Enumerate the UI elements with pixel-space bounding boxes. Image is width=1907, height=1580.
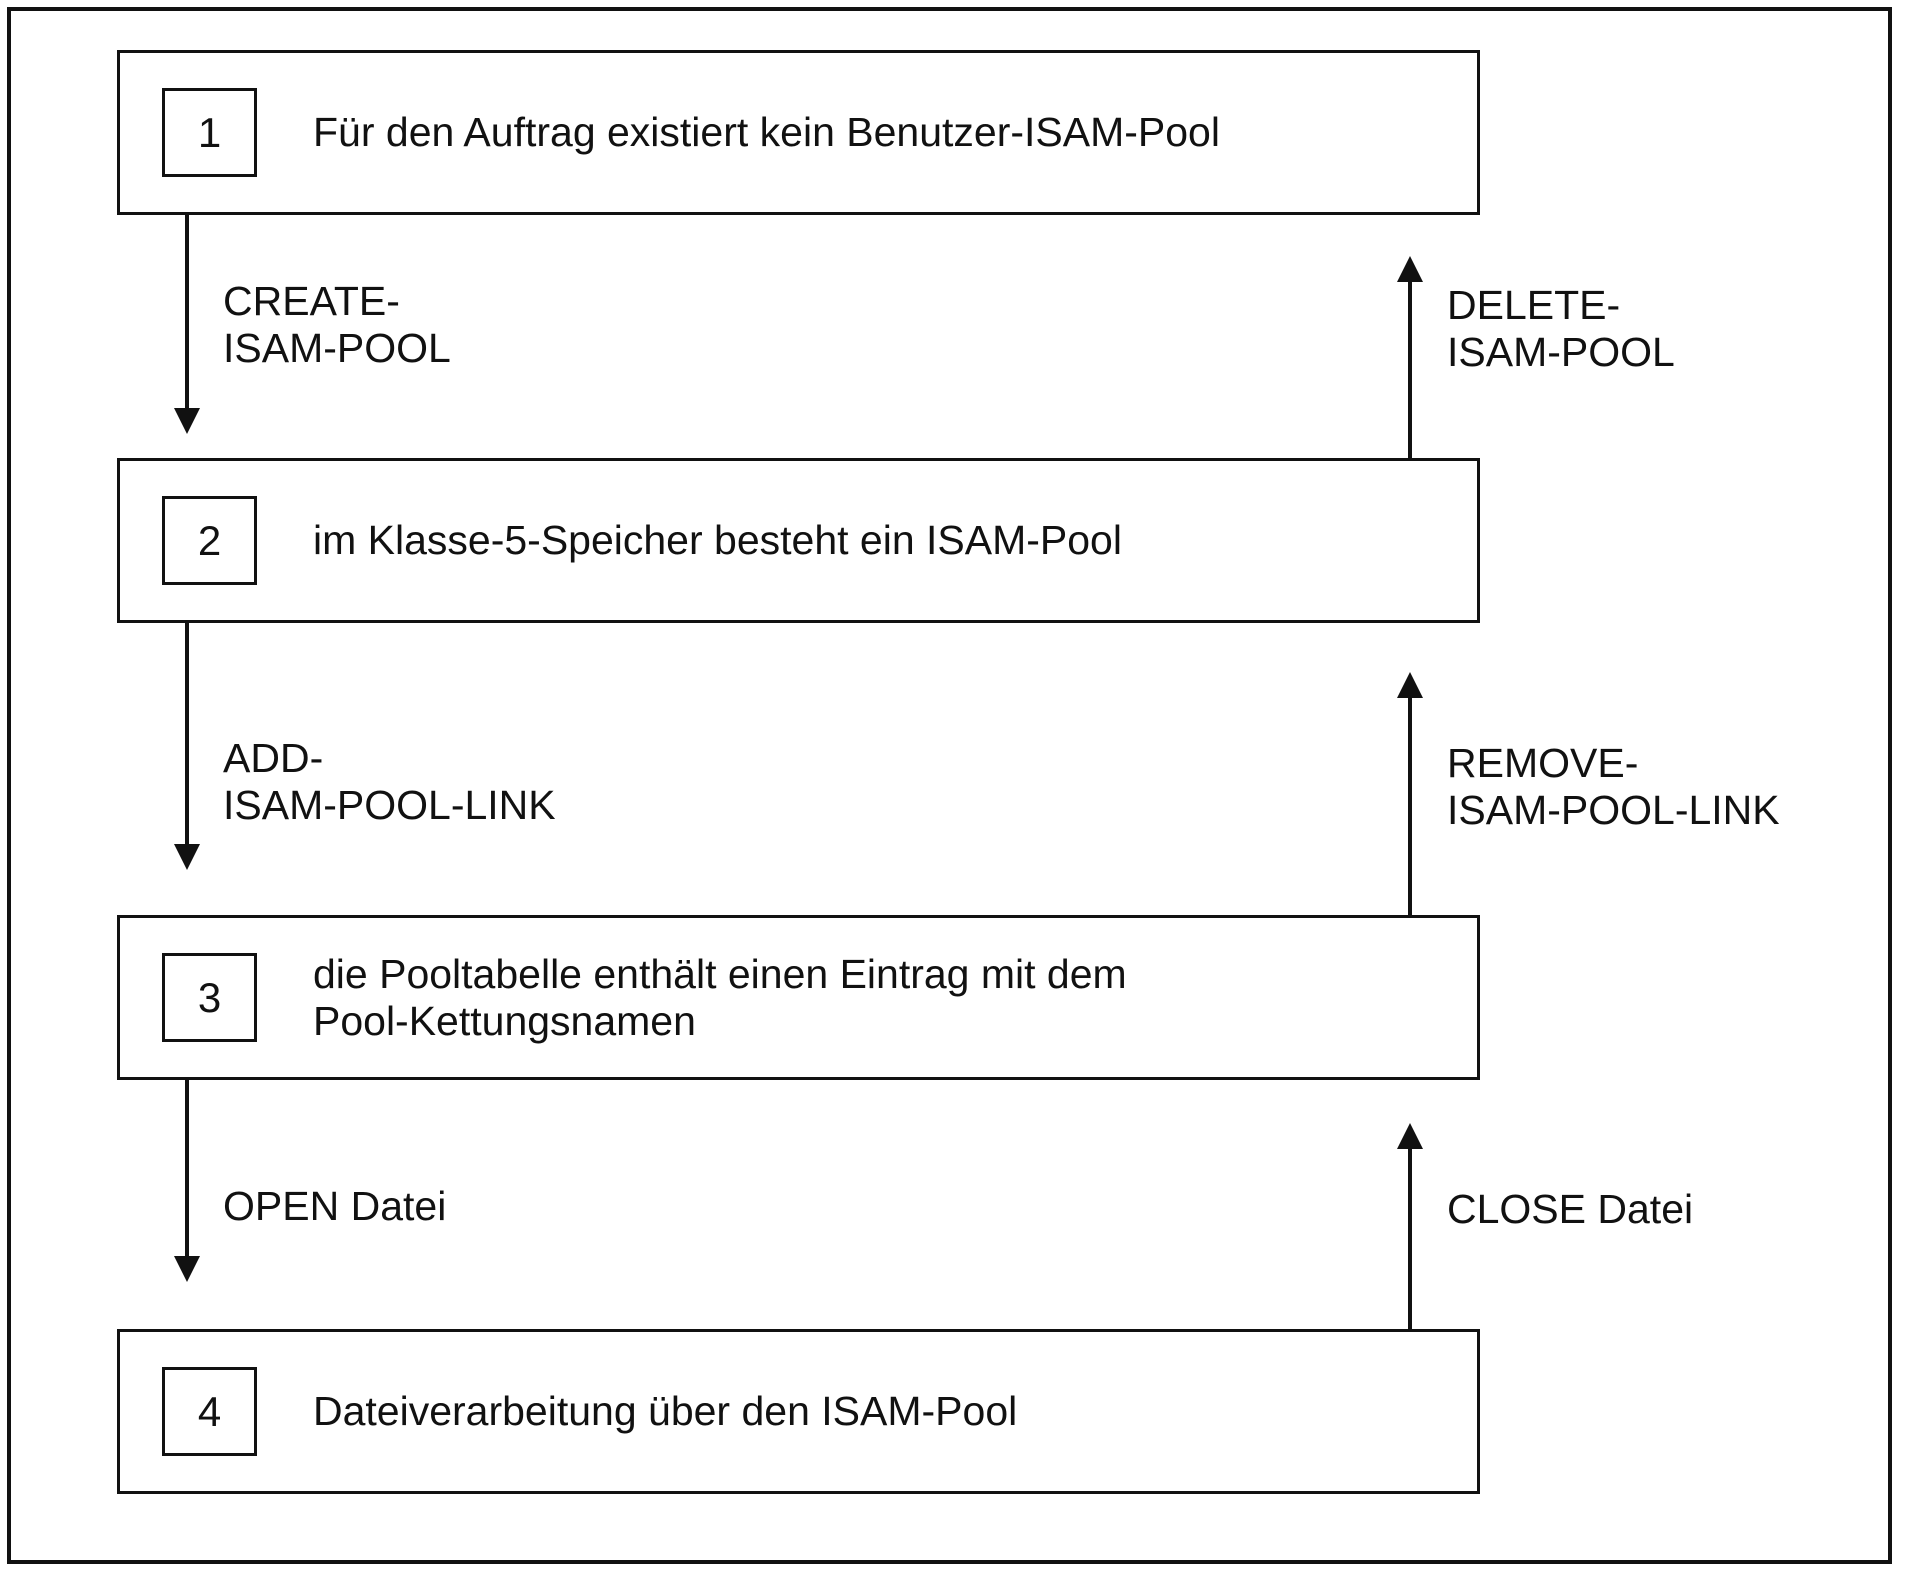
transition-label-line: OPEN Datei: [223, 1183, 447, 1229]
transition-label-close-datei: CLOSE Datei: [1447, 1186, 1693, 1233]
state-box-2: 2 im Klasse-5-Speicher besteht ein ISAM-…: [117, 458, 1480, 623]
transition-label-delete-isam-pool: DELETE- ISAM-POOL: [1447, 282, 1675, 376]
arrow-down-icon: [174, 844, 200, 870]
arrow-down-icon: [174, 408, 200, 434]
state-box-3: 3 die Pooltabelle enthält einen Eintrag …: [117, 915, 1480, 1080]
transition-label-line: ISAM-POOL-LINK: [223, 782, 556, 828]
transition-label-line: ISAM-POOL-LINK: [1447, 787, 1780, 833]
state-text-3: die Pooltabelle enthält einen Eintrag mi…: [313, 951, 1127, 1045]
transition-label-line: CREATE-: [223, 278, 400, 324]
state-text-line: Dateiverarbeitung über den ISAM-Pool: [313, 1388, 1018, 1434]
arrow-down-icon: [174, 1256, 200, 1282]
state-number-label: 3: [197, 973, 222, 1021]
state-text-1: Für den Auftrag existiert kein Benutzer-…: [313, 109, 1220, 156]
transition-label-create-isam-pool: CREATE- ISAM-POOL: [223, 278, 451, 372]
state-text-line: Pool-Kettungsnamen: [313, 997, 696, 1044]
arrow-create-isam-pool-stem: [185, 215, 189, 408]
arrow-remove-isam-pool-link-stem: [1408, 698, 1412, 915]
transition-label-add-isam-pool-link: ADD- ISAM-POOL-LINK: [223, 735, 556, 829]
transition-label-line: ADD-: [223, 735, 324, 781]
state-number-label: 1: [197, 108, 222, 156]
arrow-open-datei-stem: [185, 1080, 189, 1256]
state-text-2: im Klasse-5-Speicher besteht ein ISAM-Po…: [313, 517, 1122, 564]
arrow-delete-isam-pool-stem: [1408, 282, 1412, 458]
state-number-2: 2: [162, 496, 257, 585]
transition-label-open-datei: OPEN Datei: [223, 1183, 446, 1230]
arrow-add-isam-pool-link-stem: [185, 623, 189, 844]
transition-label-remove-isam-pool-link: REMOVE- ISAM-POOL-LINK: [1447, 740, 1780, 834]
transition-label-line: ISAM-POOL: [223, 325, 451, 371]
transition-label-line: REMOVE-: [1447, 740, 1639, 786]
state-text-line: Für den Auftrag existiert kein Benutzer-…: [313, 109, 1220, 155]
transition-label-line: CLOSE Datei: [1447, 1186, 1694, 1232]
state-number-3: 3: [162, 953, 257, 1042]
diagram-frame: [7, 7, 1892, 1564]
arrow-up-icon: [1397, 672, 1423, 698]
state-number-4: 4: [162, 1367, 257, 1456]
arrow-up-icon: [1397, 256, 1423, 282]
state-text-line: die Pooltabelle enthält einen Eintrag mi…: [313, 950, 1127, 997]
transition-label-line: ISAM-POOL: [1447, 329, 1675, 375]
state-text-line: im Klasse-5-Speicher besteht ein ISAM-Po…: [313, 517, 1122, 563]
arrow-close-datei-stem: [1408, 1149, 1412, 1329]
state-box-1: 1 Für den Auftrag existiert kein Benutze…: [117, 50, 1480, 215]
state-number-1: 1: [162, 88, 257, 177]
state-number-label: 2: [197, 516, 222, 564]
state-box-4: 4 Dateiverarbeitung über den ISAM-Pool: [117, 1329, 1480, 1494]
transition-label-line: DELETE-: [1447, 282, 1621, 328]
state-text-4: Dateiverarbeitung über den ISAM-Pool: [313, 1388, 1017, 1435]
state-number-label: 4: [197, 1387, 222, 1435]
arrow-up-icon: [1397, 1123, 1423, 1149]
